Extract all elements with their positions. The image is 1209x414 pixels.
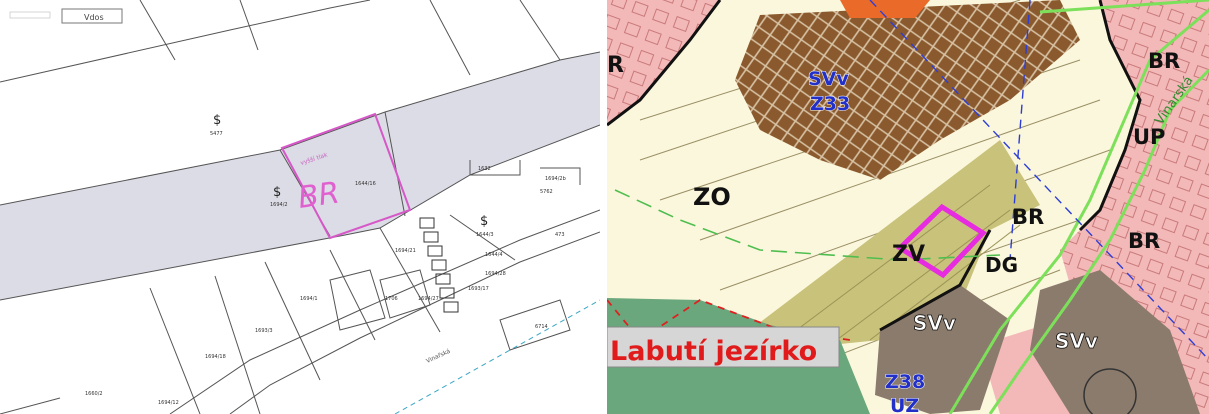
place-label: Labutí jezírko bbox=[607, 326, 840, 368]
parcel-label: 6714 bbox=[535, 324, 548, 330]
panel-divider bbox=[600, 0, 607, 414]
shaded-parcel bbox=[0, 52, 600, 300]
parcel-symbol: $ bbox=[213, 113, 221, 128]
svg-text:Vdos: Vdos bbox=[84, 13, 104, 22]
zoning-plan-panel: BR BR BR BR UP ZO ZV DG SVv SVv R SVv Z3… bbox=[607, 0, 1209, 414]
highlighted-parcel bbox=[895, 203, 987, 279]
bottom-sub: UZ bbox=[890, 395, 919, 414]
parcel-label: 1632 bbox=[478, 166, 491, 172]
zone-code-zo: ZO bbox=[693, 183, 731, 211]
orange-patch bbox=[840, 0, 930, 18]
zone-code-zv: ZV bbox=[892, 242, 925, 267]
parcel-label: 1693/17 bbox=[468, 286, 489, 292]
parcel-label: 1693/3 bbox=[255, 328, 273, 334]
dashed-lines bbox=[607, 0, 1209, 361]
parcel-symbol: $ bbox=[273, 185, 281, 200]
parcel-label: 1644/16 bbox=[355, 181, 376, 187]
parcel-symbol: $ bbox=[480, 214, 488, 229]
zone-code-br: BR bbox=[1128, 229, 1160, 253]
building-row bbox=[419, 217, 459, 313]
parcel-label: 5762 bbox=[540, 189, 553, 195]
zone-code-svv: SVv bbox=[1055, 329, 1098, 353]
header-box: Vdos bbox=[61, 8, 123, 24]
residential-area bbox=[607, 0, 720, 125]
svg-text:Labutí jezírko: Labutí jezírko bbox=[610, 336, 817, 367]
parcel-label: 1644/3 bbox=[476, 232, 494, 238]
zone-code-dg: DG bbox=[985, 253, 1018, 277]
cadastral-map-panel: Vdos bbox=[0, 0, 600, 414]
parcel-label: 5477 bbox=[210, 131, 223, 137]
parcel-label: 1694/18 bbox=[205, 354, 226, 360]
handwritten-note: BR bbox=[296, 175, 342, 215]
street-lines bbox=[948, 0, 1209, 414]
parcel-label: 1694/21 bbox=[395, 248, 416, 254]
area-number: Z33 bbox=[810, 93, 850, 115]
parcel-label: 1694/12 bbox=[158, 400, 179, 406]
sport-area bbox=[875, 285, 1010, 414]
parcel-label: 1694/2b bbox=[545, 176, 566, 182]
parcel-label: 1706 bbox=[385, 296, 398, 302]
round-structure bbox=[1083, 368, 1137, 414]
zone-code-svv: SVv bbox=[913, 311, 956, 335]
parcel-label: 1644/4 bbox=[485, 252, 503, 258]
left-edge-code: R bbox=[607, 53, 624, 78]
parcel-label: 1660/2 bbox=[85, 391, 103, 397]
parcel-label: 1694/1 bbox=[300, 296, 318, 302]
zone-code-br: BR bbox=[1012, 205, 1044, 229]
road-edge bbox=[394, 299, 600, 414]
parcel-label: 1694/28 bbox=[485, 271, 506, 277]
parcel-lines bbox=[0, 0, 600, 414]
zone-boundaries bbox=[607, 0, 1142, 332]
zone-code-br: BR bbox=[1148, 49, 1180, 73]
parcel-label: 1694/27 bbox=[418, 296, 439, 302]
parcel-label: 473 bbox=[555, 232, 565, 238]
sport-area bbox=[1030, 270, 1200, 414]
zone-code-up: UP bbox=[1133, 125, 1165, 149]
bottom-code: Z38 bbox=[885, 371, 925, 393]
parcel-label: 1694/2 bbox=[270, 202, 288, 208]
green-area bbox=[750, 140, 1040, 345]
area-code: SVv bbox=[808, 68, 849, 90]
hatched-area bbox=[735, 0, 1080, 180]
highlighted-parcel bbox=[280, 112, 412, 240]
